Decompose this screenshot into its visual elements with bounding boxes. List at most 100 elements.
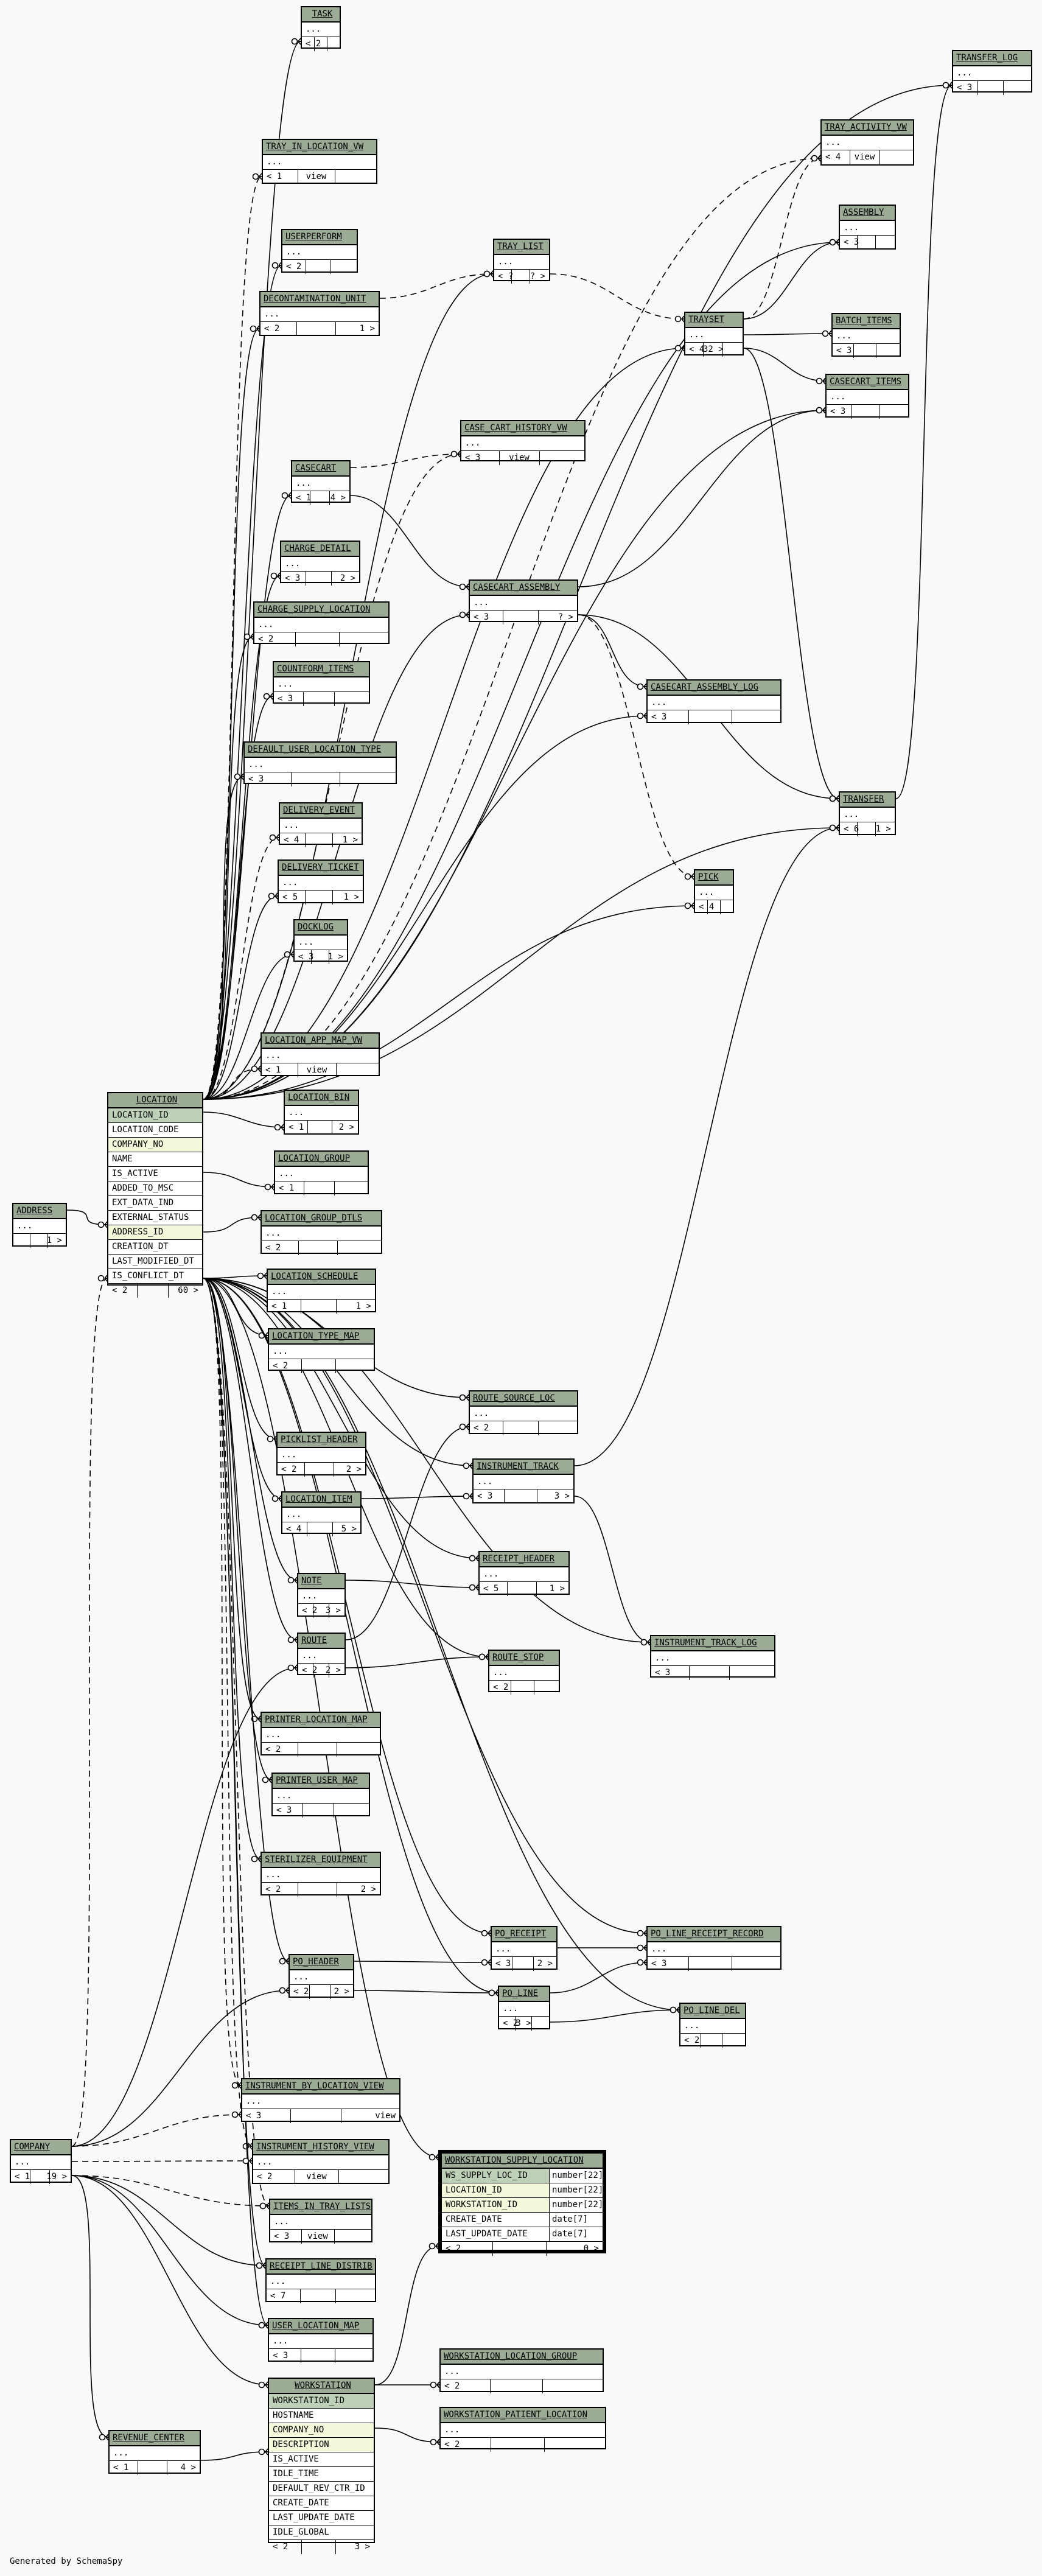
table-location-group-dtls[interactable]: LOCATION_GROUP_DTLS...< 2: [260, 1210, 382, 1255]
table-title[interactable]: CASE_CART_HISTORY_VW: [461, 421, 584, 436]
table-workstation-location-group[interactable]: WORKSTATION_LOCATION_GROUP...< 2: [439, 2348, 604, 2393]
table-title[interactable]: WORKSTATION: [269, 2379, 374, 2394]
table-title[interactable]: PRINTER_USER_MAP: [273, 1774, 369, 1789]
table-transfer-log[interactable]: TRANSFER_LOG...< 3: [952, 50, 1032, 95]
table-title[interactable]: WORKSTATION_SUPPLY_LOCATION: [442, 2154, 603, 2169]
collapsed-columns[interactable]: ...: [280, 819, 362, 833]
table-tray-list[interactable]: TRAY_LIST...< ?? >: [493, 239, 550, 284]
table-title[interactable]: COUNTFORM_ITEMS: [274, 662, 369, 677]
column-is-active[interactable]: IS_ACTIVE: [108, 1167, 202, 1181]
collapsed-columns[interactable]: ...: [298, 1589, 344, 1604]
collapsed-columns[interactable]: ...: [822, 136, 913, 150]
table-title[interactable]: NOTE: [298, 1574, 344, 1589]
table-title[interactable]: USER_LOCATION_MAP: [269, 2319, 372, 2334]
table-title[interactable]: TRANSFER_LOG: [953, 51, 1031, 66]
collapsed-columns[interactable]: ...: [268, 1285, 375, 1300]
collapsed-columns[interactable]: ...: [11, 2155, 71, 2170]
table-title[interactable]: DELIVERY_EVENT: [280, 803, 362, 819]
table-userperform[interactable]: USERPERFORM...< 2: [281, 229, 358, 274]
column-company-no[interactable]: COMPANY_NO: [108, 1138, 202, 1152]
table-casecart-assembly[interactable]: CASECART_ASSEMBLY...< 3? >: [469, 579, 578, 625]
table-title[interactable]: TRANSFER: [840, 793, 895, 808]
collapsed-columns[interactable]: ...: [269, 1345, 374, 1359]
table-title[interactable]: INSTRUMENT_TRACK: [474, 1460, 573, 1475]
collapsed-columns[interactable]: ...: [245, 758, 396, 772]
table-title[interactable]: ASSEMBLY: [840, 206, 895, 221]
table-title[interactable]: WORKSTATION_LOCATION_GROUP: [441, 2350, 603, 2365]
collapsed-columns[interactable]: ...: [441, 2423, 605, 2438]
collapsed-columns[interactable]: ...: [279, 876, 363, 891]
table-task[interactable]: TASK...< 2: [301, 6, 341, 51]
collapsed-columns[interactable]: ...: [282, 245, 357, 260]
table-title[interactable]: DECONTAMINATION_UNIT: [260, 292, 379, 307]
table-title[interactable]: PICK: [695, 870, 733, 886]
collapsed-columns[interactable]: ...: [262, 1728, 380, 1743]
table-route-stop[interactable]: ROUTE_STOP...< 2: [488, 1650, 560, 1695]
table-receipt-line-distrib[interactable]: RECEIPT_LINE_DISTRIB...< 7: [265, 2258, 376, 2303]
collapsed-columns[interactable]: ...: [253, 2155, 388, 2170]
table-title[interactable]: PO_LINE_DEL: [680, 2004, 745, 2019]
table-title[interactable]: LOCATION: [108, 1093, 202, 1108]
column-location-code[interactable]: LOCATION_CODE: [108, 1123, 202, 1138]
collapsed-columns[interactable]: ...: [281, 557, 359, 572]
collapsed-columns[interactable]: ...: [285, 1106, 358, 1121]
table-title[interactable]: LOCATION_GROUP_DTLS: [262, 1211, 381, 1227]
collapsed-columns[interactable]: ...: [494, 255, 549, 270]
collapsed-columns[interactable]: ...: [254, 618, 388, 632]
collapsed-columns[interactable]: ...: [840, 221, 895, 236]
collapsed-columns[interactable]: ...: [295, 936, 347, 950]
table-title[interactable]: TRAY_ACTIVITY_VW: [822, 121, 913, 136]
table-title[interactable]: LOCATION_APP_MAP_VW: [262, 1034, 379, 1049]
collapsed-columns[interactable]: ...: [262, 1868, 380, 1883]
table-title[interactable]: RECEIPT_LINE_DISTRIB: [267, 2259, 375, 2275]
table-assembly[interactable]: ASSEMBLY...< 3: [839, 205, 896, 250]
table-title[interactable]: TRAYSET: [685, 313, 743, 328]
collapsed-columns[interactable]: ...: [13, 1219, 66, 1234]
column-ext-data-ind[interactable]: EXT_DATA_IND: [108, 1196, 202, 1211]
table-title[interactable]: ITEMS_IN_TRAY_LISTS: [270, 2200, 371, 2215]
table-po-line-del[interactable]: PO_LINE_DEL...< 2: [679, 2003, 746, 2048]
table-title[interactable]: REVENUE_CENTER: [110, 2431, 200, 2446]
table-title[interactable]: PO_RECEIPT: [492, 1927, 556, 1942]
collapsed-columns[interactable]: ...: [489, 1666, 559, 1681]
collapsed-columns[interactable]: ...: [262, 1049, 379, 1063]
collapsed-columns[interactable]: ...: [267, 2275, 375, 2289]
collapsed-columns[interactable]: ...: [110, 2446, 200, 2461]
column-is-active[interactable]: IS_ACTIVE: [269, 2452, 374, 2467]
collapsed-columns[interactable]: ...: [282, 1508, 360, 1522]
table-title[interactable]: ADDRESS: [13, 1204, 66, 1219]
table-workstation-patient-location[interactable]: WORKSTATION_PATIENT_LOCATION...< 2: [439, 2407, 606, 2452]
collapsed-columns[interactable]: ...: [648, 1942, 780, 1957]
table-title[interactable]: WORKSTATION_PATIENT_LOCATION: [441, 2408, 605, 2423]
table-title[interactable]: CASECART_ASSEMBLY: [470, 581, 577, 596]
table-title[interactable]: DEFAULT_USER_LOCATION_TYPE: [245, 743, 396, 758]
column-is-conflict-dt[interactable]: IS_CONFLICT_DT: [108, 1269, 202, 1284]
collapsed-columns[interactable]: ...: [262, 1227, 381, 1241]
column-address-id[interactable]: ADDRESS_ID: [108, 1225, 202, 1240]
collapsed-columns[interactable]: ...: [441, 2365, 603, 2379]
collapsed-columns[interactable]: ...: [292, 477, 349, 491]
table-title[interactable]: COMPANY: [11, 2140, 71, 2155]
table-title[interactable]: CHARGE_SUPPLY_LOCATION: [254, 603, 388, 618]
table-title[interactable]: PO_LINE_RECEIPT_RECORD: [648, 1927, 780, 1942]
table-location-type-map[interactable]: LOCATION_TYPE_MAP...< 2: [268, 1328, 375, 1373]
table-pick[interactable]: PICK...< 4: [694, 869, 734, 914]
table-title[interactable]: LOCATION_BIN: [285, 1091, 358, 1106]
collapsed-columns[interactable]: ...: [651, 1651, 774, 1666]
